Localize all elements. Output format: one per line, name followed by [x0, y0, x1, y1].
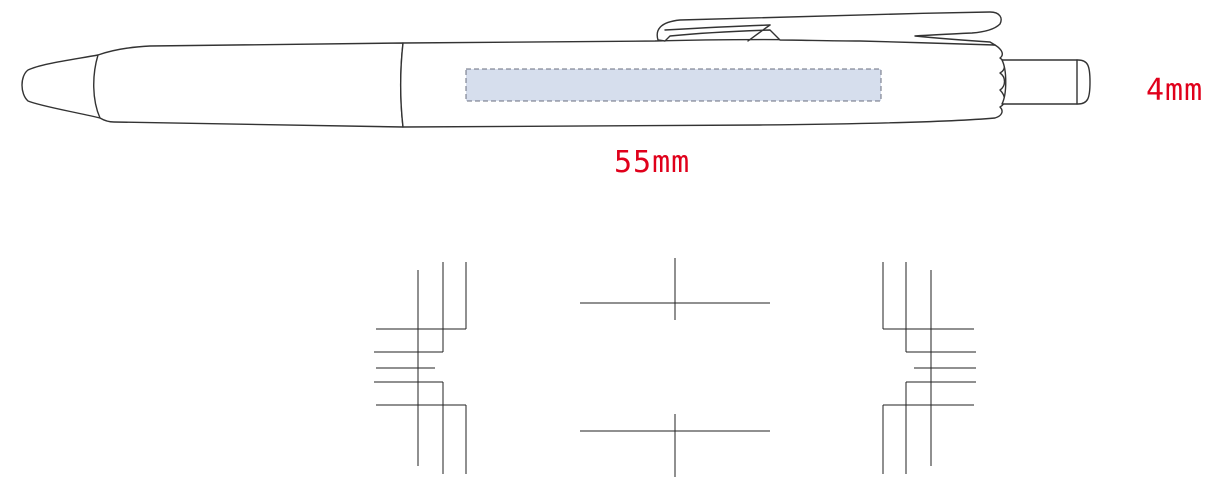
print-area — [465, 68, 882, 102]
crop-mark-bottom — [580, 414, 770, 477]
print-height-label: 4mm — [1146, 73, 1204, 108]
crop-mark-right — [882, 262, 976, 474]
pen-push-button — [1001, 59, 1091, 105]
pen-tip — [21, 54, 101, 119]
print-width-label: 55mm — [614, 145, 691, 180]
pen-clip — [656, 11, 1002, 46]
crop-mark-left — [374, 262, 467, 474]
crop-mark-top — [580, 258, 770, 320]
